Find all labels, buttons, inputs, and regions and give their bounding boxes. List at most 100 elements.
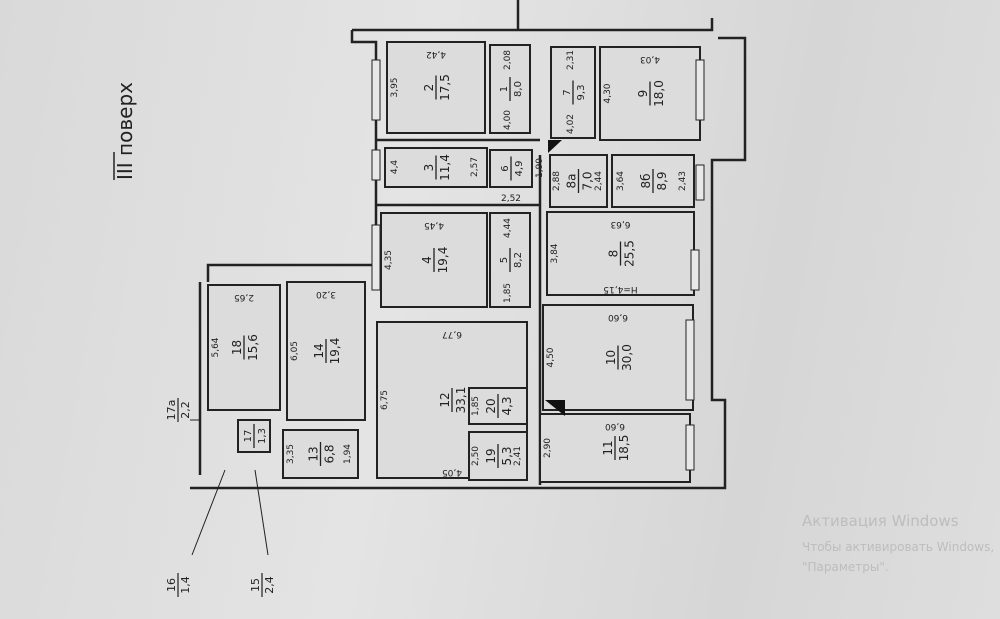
room-outline [542, 304, 694, 411]
room-dimension: 2,52 [501, 194, 521, 204]
room-number: 12 [438, 392, 452, 407]
room-area: 8,9 [655, 171, 669, 190]
window [371, 59, 381, 121]
room-area: 4,9 [514, 161, 525, 177]
room-dimension: 2,57 [470, 157, 480, 177]
room-dimension: 2,65 [234, 292, 254, 302]
title-label: III поверх [113, 82, 137, 180]
room-dimension: 4,50 [546, 347, 556, 367]
room-dimension: 2,08 [503, 50, 513, 70]
room-number: 7 [562, 89, 573, 95]
room-number: 5 [499, 257, 510, 263]
room-outline [489, 149, 533, 188]
room-dimension: 2,43 [678, 171, 688, 191]
room-area: 25,5 [623, 240, 637, 267]
room-number: 2 [422, 84, 436, 92]
room-number: 20 [484, 398, 498, 413]
callout-area: 1,4 [179, 576, 192, 594]
leader-line [191, 469, 226, 556]
room-area: 18,0 [652, 80, 666, 107]
room-number: 14 [312, 343, 326, 358]
room-dimension: 1,90 [535, 158, 545, 178]
room-number: 19 [484, 448, 498, 463]
room-dimension: 5,64 [211, 337, 221, 357]
room-area: 17,5 [438, 74, 452, 101]
window [685, 319, 695, 401]
window [695, 164, 705, 201]
callout-number: 16 [165, 578, 178, 592]
callout-area: 2,2 [179, 401, 192, 419]
room-dimension: 3,84 [550, 243, 560, 263]
room-dimension: 3,20 [316, 289, 336, 299]
room-number: 4 [420, 256, 434, 264]
callout-number: 15 [249, 578, 262, 592]
room-dimension: 2,41 [513, 446, 523, 466]
floor-title: III поверх [113, 82, 137, 180]
room-dimension: 4,00 [503, 110, 513, 130]
leader-line [254, 469, 269, 556]
room-area: 6,8 [323, 444, 337, 463]
room-dimension: Н=4,15 [603, 284, 637, 294]
watermark-title: Активация Windows [802, 512, 959, 530]
room-dimension: 4,03 [640, 54, 660, 64]
window [371, 149, 381, 181]
room-dimension: 2,44 [594, 171, 604, 191]
room-number: 10 [604, 350, 618, 365]
room-dimension: 6,60 [608, 312, 628, 322]
room-area: 5,3 [500, 446, 514, 465]
room-area: 19,4 [436, 247, 450, 274]
room-number: 8 [607, 250, 621, 258]
room-number: 3 [422, 164, 436, 172]
room-outline [539, 413, 691, 483]
room-dimension: 4,30 [603, 83, 613, 103]
room-dimension: 1,85 [503, 283, 513, 303]
room-dimension: 6,63 [610, 219, 630, 229]
room-dimension: 3,35 [286, 444, 296, 464]
room-dimension: 2,50 [471, 446, 481, 466]
room-dimension: 6,60 [605, 421, 625, 431]
room-dimension: 6,75 [380, 390, 390, 410]
room-number: 11 [601, 440, 615, 455]
watermark-line: Чтобы активировать Windows, [802, 540, 995, 554]
window [690, 249, 700, 291]
room-dimension: 4,02 [566, 114, 576, 134]
window [685, 424, 695, 471]
room-dimension: 2,90 [543, 438, 553, 458]
room-area: 4,3 [500, 396, 514, 415]
stair-marker [548, 140, 562, 153]
window [371, 224, 381, 291]
room-area: 30,0 [620, 344, 634, 371]
room-area: 8,0 [513, 81, 524, 97]
room-area: 8,2 [513, 252, 524, 268]
